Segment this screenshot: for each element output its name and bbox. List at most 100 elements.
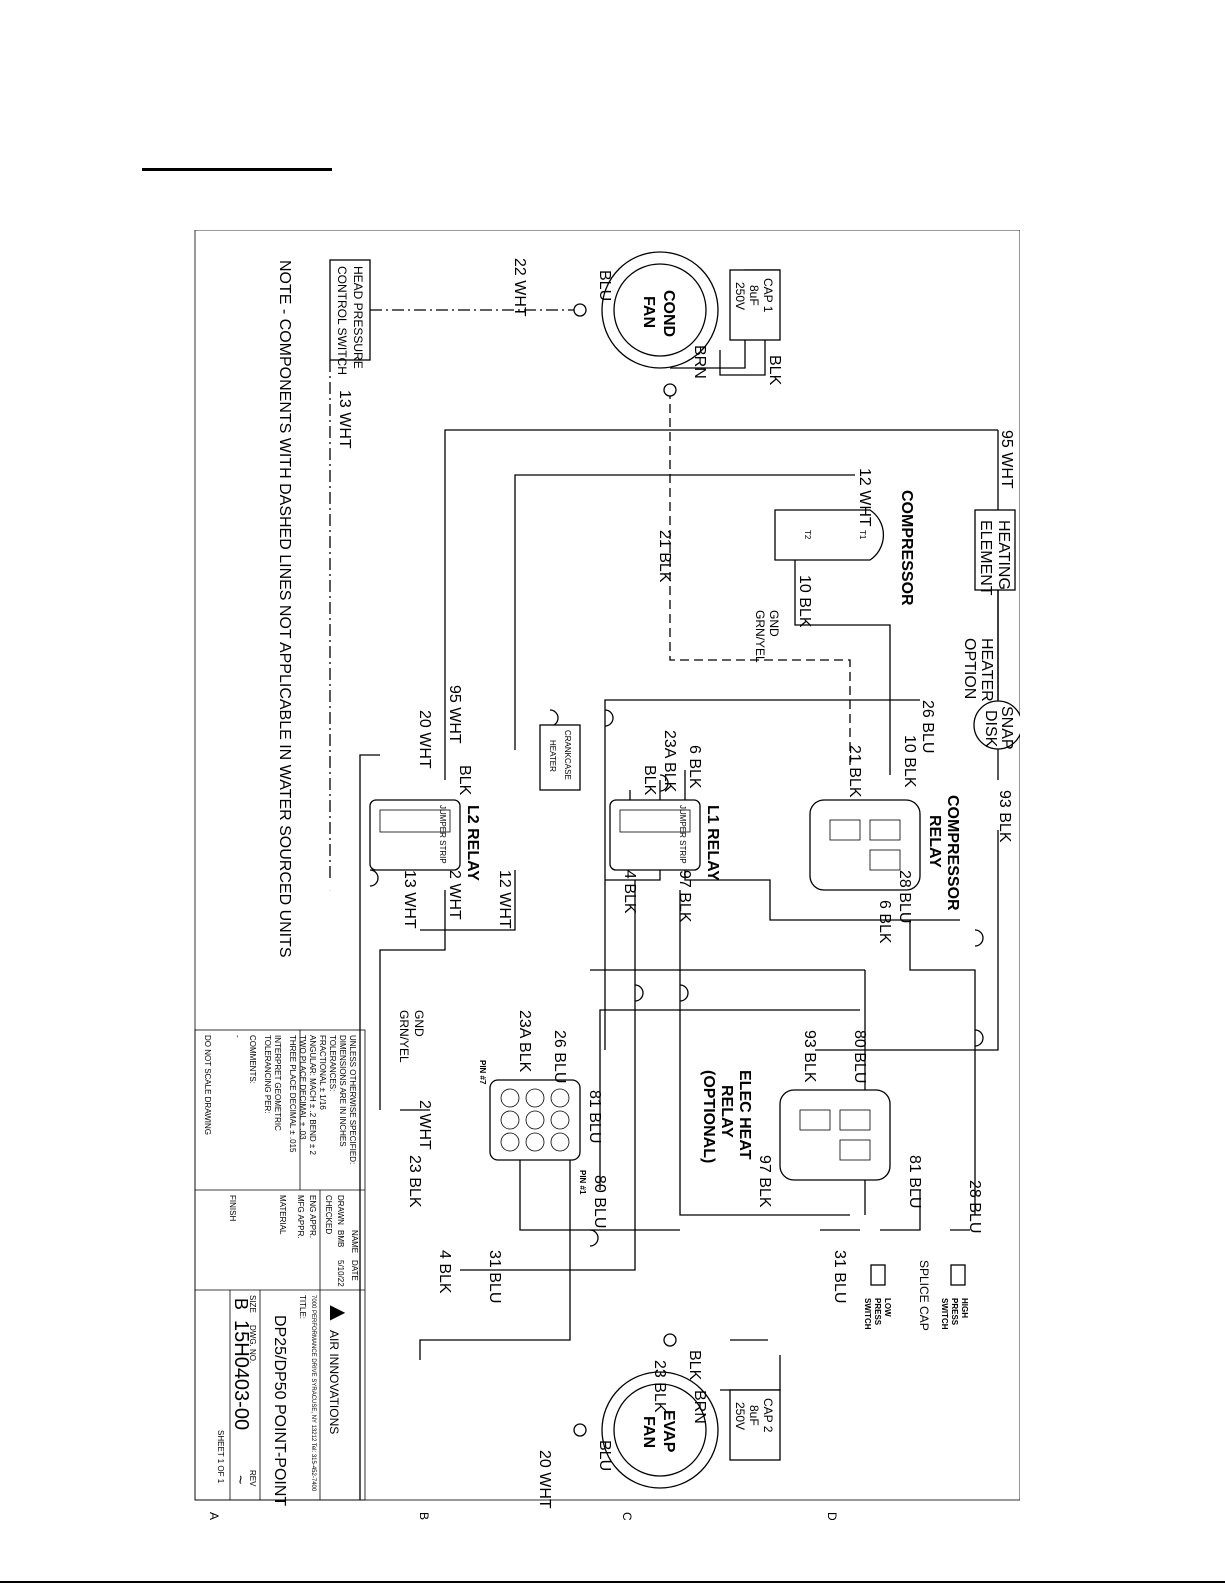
low-press-label-2: PRESS <box>873 1298 882 1326</box>
wire-label-6blk: 6 BLK <box>686 745 703 789</box>
wire-label-80blu-top: 80 BLU <box>851 1030 868 1083</box>
zone-letter: B <box>417 1512 431 1520</box>
zone-letter: C <box>620 1512 634 1520</box>
snap-disk-label-2: DISK <box>982 710 999 748</box>
compressor-label: COMPRESSOR <box>898 490 915 606</box>
heating-element-label-1: HEATING <box>995 520 1012 590</box>
wire-label-blk-l2: BLK <box>456 765 473 796</box>
tb-rev: ~ <box>231 1475 248 1484</box>
l1-relay: L1 RELAY JUMPER STRIP <box>609 799 721 881</box>
compressor-t2: T2 <box>803 530 812 540</box>
zone-number: 3 <box>190 1103 191 1110</box>
tb-row-mfg: MFG APPR. <box>296 1195 305 1239</box>
cond-fan-terminal <box>573 303 587 317</box>
compressor-relay-label-2: RELAY <box>926 815 943 868</box>
tb-company-logo-icon: ▲ <box>324 1300 354 1326</box>
crankcase-heater-label-1: CRANKCASE <box>563 730 572 780</box>
wire-label-10blk: 10 BLK <box>901 735 918 788</box>
tb-note-5: TWO PLACE DECIMAL ± .03 <box>298 1035 307 1140</box>
cond-fan-node <box>663 383 677 397</box>
wire-label-31blu: 31 BLU <box>486 1250 503 1303</box>
wiring-diagram: A B C D A B C D 8 7 6 5 4 3 2 1 8 7 6 5 … <box>190 230 1020 1520</box>
cap2: CAP 2 8uF 250V <box>729 1389 781 1461</box>
wire-label-28blu-b: 28 BLU <box>966 1180 983 1233</box>
tb-company: AIR INNOVATIONS <box>327 1330 341 1434</box>
tb-size-label: SIZE <box>248 1295 257 1313</box>
heating-element: HEATING ELEMENT <box>974 509 1016 596</box>
gnd-label-top-1: GND <box>767 610 781 637</box>
l2-relay: L2 RELAY JUMPER STRIP <box>369 799 481 881</box>
tb-note-2: TOLERANCES: <box>328 1035 337 1091</box>
wire-label-2wht-top: 2 WHT <box>446 870 463 920</box>
note-text: NOTE - COMPONENTS WITH DASHED LINES NOT … <box>276 260 293 958</box>
compressor: COMPRESSOR T1 T2 <box>774 490 915 606</box>
cap1-voltage: 250V <box>733 282 747 310</box>
wire-label-10blk-top: 10 BLK <box>796 575 813 628</box>
low-press-label-1: LOW <box>883 1298 892 1317</box>
snap-disk-label-1: SNAP <box>998 706 1015 750</box>
wire-label-blk-evap: BLK <box>686 1350 703 1381</box>
heater-option-label-2: OPTION <box>961 638 978 699</box>
wire-label-blu-evap: BLU <box>596 1440 613 1471</box>
wire-label-23blk-b: 23 BLK <box>651 1360 668 1413</box>
elec-heat-relay-label-2: RELAY <box>718 1085 735 1138</box>
tb-note-0: UNLESS OTHERWISE SPECIFIED: <box>348 1035 357 1164</box>
wire-label-blk-l1: BLK <box>641 765 658 796</box>
tb-sheet: SHEET 1 OF 1 <box>216 1430 225 1484</box>
wire-label-13wht-top: 13 WHT <box>336 390 353 449</box>
gnd-label-1: GND <box>412 1010 426 1037</box>
wire-label-20wht-top: 20 WHT <box>416 710 433 769</box>
high-press-label-2: PRESS <box>950 1298 959 1326</box>
wire-label-13wht: 13 WHT <box>401 870 418 929</box>
gnd-label-top-2: GRN/YEL <box>753 610 767 663</box>
evap-fan-label-2: FAN <box>640 1416 657 1448</box>
evap-fan-terminal <box>573 1423 587 1437</box>
tb-name-col: NAME <box>350 1230 359 1253</box>
l2-relay-label: L2 RELAY <box>464 805 481 881</box>
pin1-label: PIN #1 <box>578 1170 587 1195</box>
wire-label-93blk-top: 93 BLK <box>996 790 1013 843</box>
elec-heat-relay-label-1: ELEC HEAT <box>736 1070 753 1160</box>
heating-element-label-2: ELEMENT <box>977 520 994 596</box>
wire-label-23ablk: 23A BLK <box>516 1010 533 1073</box>
high-press-switch: HIGH PRESS SWITCH <box>940 1264 969 1330</box>
high-press-label-3: SWITCH <box>940 1298 949 1330</box>
tb-note-4: ANGULAR: MACH ± .2 BEND ± 2 <box>308 1035 317 1155</box>
heater-option-label-1: HEATER <box>978 638 995 702</box>
zone-number: 4 <box>190 944 191 951</box>
wire-label-81blu: 81 BLU <box>586 1090 603 1143</box>
bottom-rule <box>0 1581 1225 1583</box>
wire-label-28blu: 28 BLU <box>896 870 913 923</box>
zone-letter: D <box>825 1512 839 1520</box>
tb-row-drawn: DRAWN <box>336 1195 345 1225</box>
wire-label-22wht: 22 WHT <box>511 258 528 317</box>
wire-label-brn-evap: BRN <box>691 1390 708 1424</box>
wire-label-21blk-top: 21 BLK <box>656 530 673 583</box>
pin7-label: PIN #7 <box>478 1060 487 1085</box>
wire-label-6blk-top: 6 BLK <box>876 900 893 944</box>
wire-label-20wht: 20 WHT <box>536 1450 553 1509</box>
compressor-t1: T1 <box>858 530 867 540</box>
zone-number: 1 <box>190 1425 191 1432</box>
wire-label-23blk: 23 BLK <box>406 1155 423 1208</box>
wire-label-2wht: 2 WHT <box>416 1100 433 1150</box>
header-rule <box>142 168 332 171</box>
title-block: UNLESS OTHERWISE SPECIFIED: DIMENSIONS A… <box>194 1029 366 1506</box>
wire-label-23ablk-top: 23A BLK <box>661 730 678 793</box>
wire-label-12wht: 12 WHT <box>856 468 873 527</box>
cap2-voltage: 250V <box>733 1402 747 1430</box>
cap1-value: 8uF <box>747 285 761 306</box>
tb-note-6: THREE PLACE DECIMAL ± .015 <box>288 1035 297 1153</box>
tb-note-3: FRACTIONAL ± 1/16 <box>318 1035 327 1110</box>
wire-label-26blu-top: 26 BLU <box>919 700 936 753</box>
wire-label-21blk: 21 BLK <box>846 745 863 798</box>
high-press-label-1: HIGH <box>960 1298 969 1318</box>
l2-jumper-strip: JUMPER STRIP <box>438 805 447 864</box>
tb-note-1: DIMENSIONS ARE IN INCHES <box>338 1035 347 1147</box>
low-press-switch: LOW PRESS SWITCH <box>863 1264 892 1330</box>
elec-heat-relay: ELEC HEAT RELAY (OPTIONAL) <box>700 1070 891 1181</box>
head-pressure-label-1: HEAD PRESSURE <box>351 266 365 369</box>
tb-title-label: TITLE: <box>298 1295 307 1319</box>
gnd-label-2: GRN/YEL <box>397 1010 411 1063</box>
wire-label-26blu: 26 BLU <box>551 1030 568 1083</box>
